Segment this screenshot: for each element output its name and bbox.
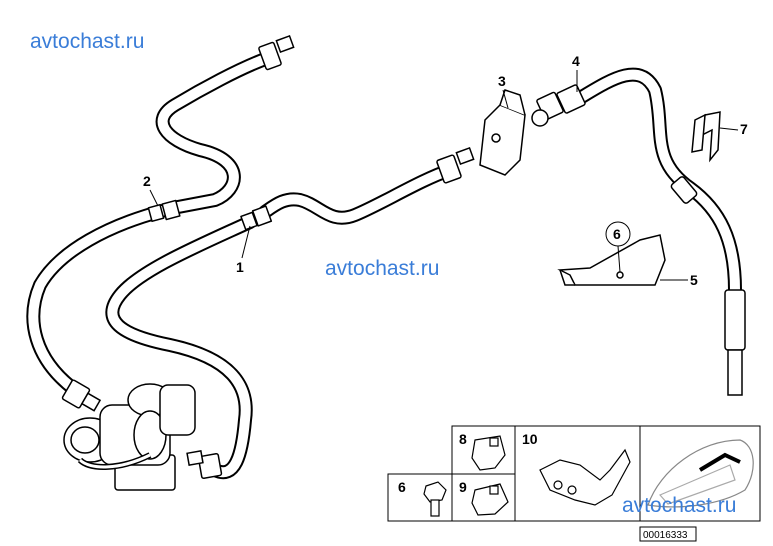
fitting-top xyxy=(258,35,295,71)
callouts: 2 1 3 4 7 5 6 xyxy=(143,53,748,288)
fitting-bottom xyxy=(186,450,223,480)
fitting-mid xyxy=(436,147,475,184)
inset-label-10: 10 xyxy=(522,431,538,447)
callout-4: 4 xyxy=(572,53,580,69)
bracket-3 xyxy=(479,89,526,176)
inset-label-6: 6 xyxy=(398,479,406,495)
callout-6: 6 xyxy=(613,226,621,242)
inset-label-9: 9 xyxy=(459,479,467,495)
diagram-code: 00016333 xyxy=(643,530,688,541)
clip-7 xyxy=(691,111,721,163)
watermark-bottom: avtochast.ru xyxy=(622,494,737,517)
watermark-top: avtochast.ru xyxy=(30,30,145,53)
diagram-code-box xyxy=(639,526,697,542)
inset-labels: 6 8 9 10 xyxy=(398,431,538,495)
pump-assembly xyxy=(63,383,196,491)
fitting-left xyxy=(61,379,102,412)
hose-2 xyxy=(26,51,275,397)
callout-3: 3 xyxy=(498,73,506,89)
callout-7: 7 xyxy=(740,121,748,137)
watermark-middle: avtochast.ru xyxy=(325,257,440,280)
hose-1 xyxy=(105,163,457,479)
callout-5: 5 xyxy=(690,272,698,288)
bracket-5 xyxy=(557,234,666,286)
hose-4 xyxy=(573,67,742,297)
inset-parts xyxy=(423,435,754,517)
callout-2: 2 xyxy=(143,173,151,189)
inset-label-8: 8 xyxy=(459,431,467,447)
callout-1: 1 xyxy=(236,259,244,275)
fitting-4 xyxy=(531,84,746,396)
